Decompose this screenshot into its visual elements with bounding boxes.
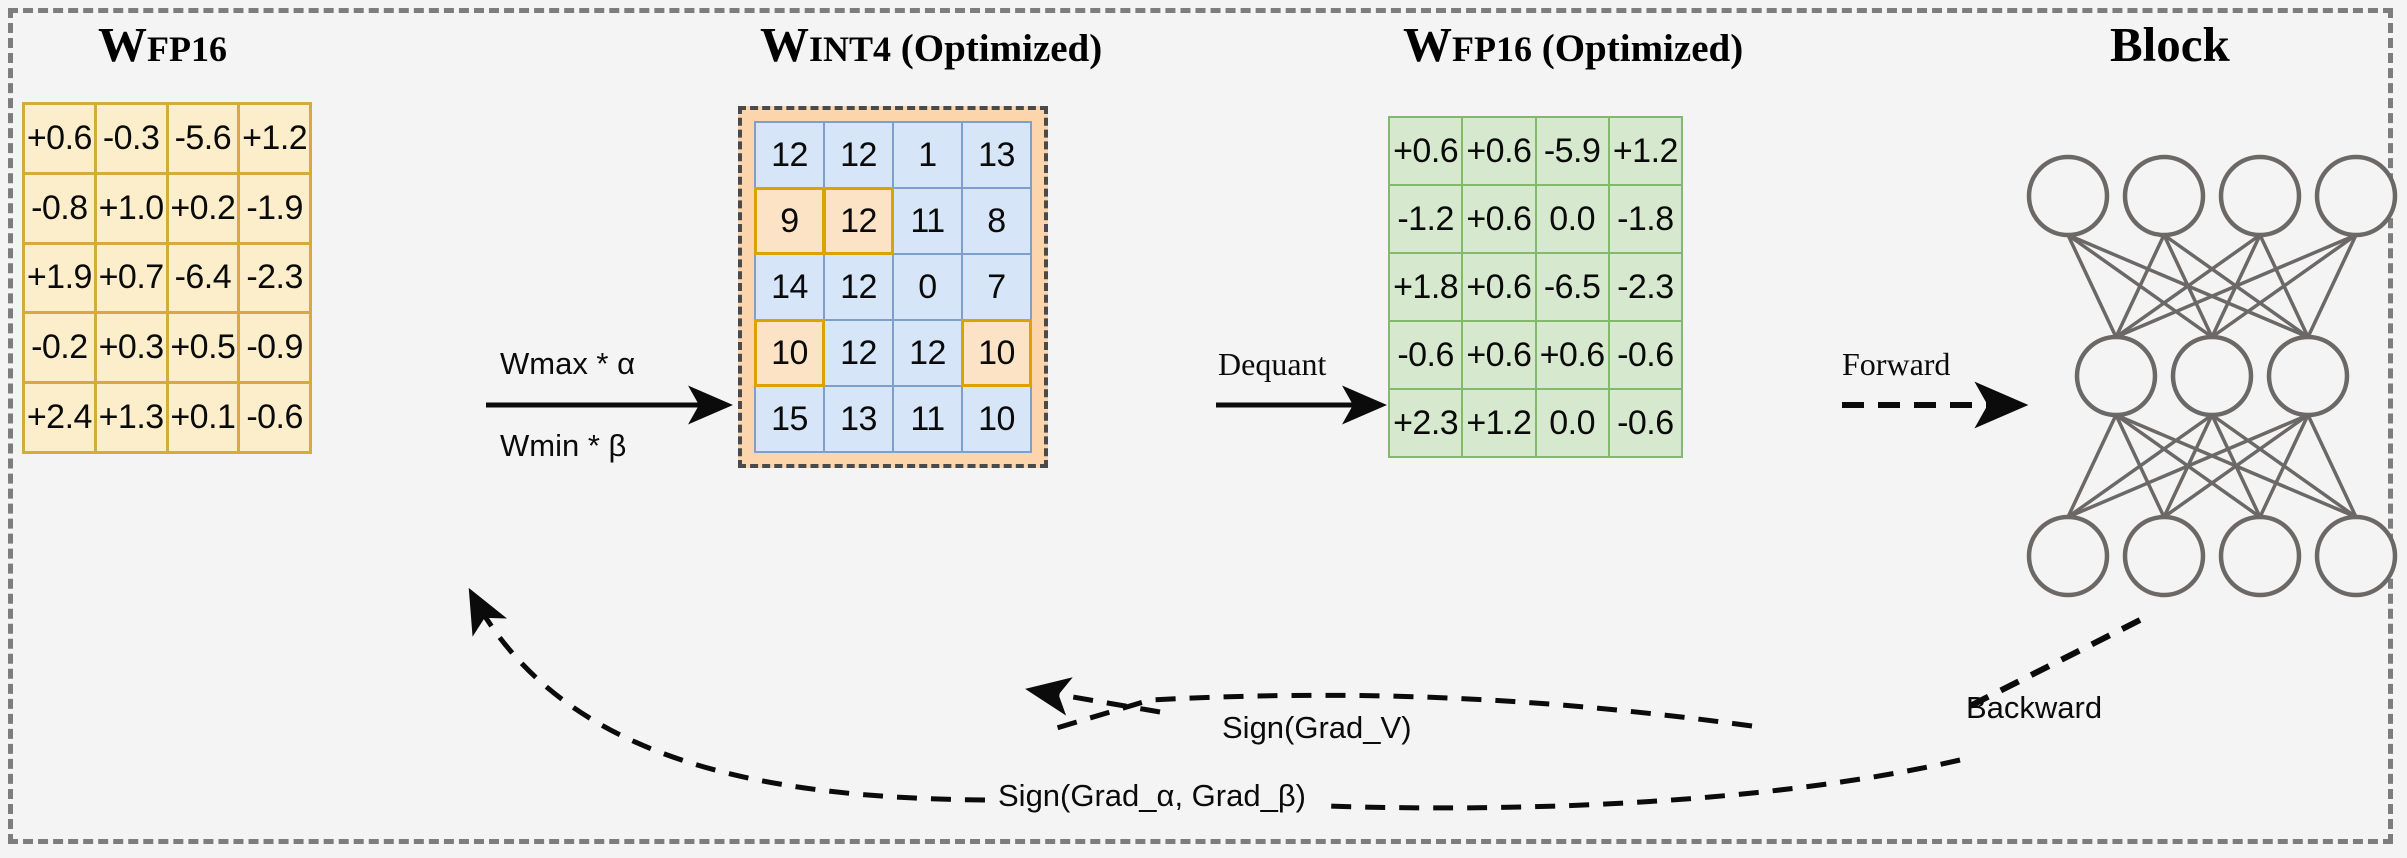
title-parenthetical: (Optimized) [1531, 27, 1744, 70]
label-sign-grad-alpha-beta: Sign(Grad_α, Grad_β) [998, 778, 1306, 813]
matrix-cell: +0.2 [168, 174, 238, 242]
matrix-cell: 1 [892, 121, 963, 189]
matrix-cell: +1.8 [1388, 252, 1464, 322]
matrix-cell: -0.6 [1607, 320, 1683, 390]
matrix-cell: +0.6 [1388, 116, 1464, 186]
matrix-cell: 12 [823, 187, 894, 255]
matrix-cell: +0.3 [96, 314, 166, 382]
matrix-cell: -5.6 [168, 105, 238, 172]
matrix-cell: 11 [892, 187, 963, 255]
matrix-cell: +0.6 [1461, 116, 1537, 186]
matrix-cell: -2.3 [1607, 252, 1683, 322]
matrix-cell: +1.0 [96, 174, 166, 242]
matrix-cell: +0.6 [1461, 320, 1537, 390]
matrix-cell: -6.5 [1534, 252, 1610, 322]
matrix-cell: 7 [961, 253, 1032, 321]
matrix-w-fp16: +0.6-0.3-5.6+1.2 -0.8+1.0+0.2-1.9 +1.9+0.7… [22, 102, 312, 454]
matrix-cell: -0.3 [96, 105, 166, 172]
title-w-glyph: W [98, 17, 147, 72]
matrix-cell: -1.2 [1388, 184, 1464, 254]
title-subscript: FP16 [147, 29, 227, 69]
matrix-cell: 10 [961, 385, 1032, 453]
block-title-label: Block [2110, 17, 2230, 72]
matrix-cell: -0.6 [240, 384, 309, 451]
label-wmin-beta: Wmin * β [500, 428, 627, 463]
label-dequant: Dequant [1218, 346, 1327, 382]
panel-title-w-fp16: WFP16 [98, 20, 227, 69]
matrix-cell: 13 [823, 385, 894, 453]
matrix-cell: 12 [823, 253, 894, 321]
label-sign-grad-v: Sign(Grad_V) [1222, 710, 1412, 745]
title-subscript: INT4 [809, 29, 892, 69]
matrix-cell: 10 [961, 319, 1032, 387]
label-forward: Forward [1842, 346, 1951, 382]
matrix-cell: +0.5 [168, 314, 238, 382]
matrix-cell: +0.6 [1534, 320, 1610, 390]
matrix-cell: +1.9 [25, 244, 94, 312]
matrix-cell: 12 [754, 121, 825, 189]
panel-title-w-fp16-optimized: WFP16 (Optimized) [1403, 20, 1743, 69]
title-subscript: FP16 [1452, 29, 1532, 69]
matrix-cell: 0 [892, 253, 963, 321]
matrix-cell: -6.4 [168, 244, 238, 312]
matrix-cell: 10 [754, 319, 825, 387]
matrix-cell: +1.2 [1461, 388, 1537, 458]
matrix-cell: 12 [823, 319, 894, 387]
matrix-cell: +0.6 [1461, 184, 1537, 254]
matrix-cell: +2.4 [25, 384, 94, 451]
matrix-cell: 14 [754, 253, 825, 321]
matrix-cell: 8 [961, 187, 1032, 255]
title-w-glyph: W [1403, 17, 1452, 72]
panel-title-block: Block [2110, 20, 2230, 69]
matrix-cell: -2.3 [240, 244, 309, 312]
matrix-cell: -0.8 [25, 174, 94, 242]
matrix-cell: -1.9 [240, 174, 309, 242]
matrix-cell: 11 [892, 385, 963, 453]
matrix-cell: -0.9 [240, 314, 309, 382]
matrix-cell: 9 [754, 187, 825, 255]
matrix-cell: 12 [823, 121, 894, 189]
matrix-cell: 0.0 [1534, 184, 1610, 254]
matrix-cell: -0.2 [25, 314, 94, 382]
matrix-cell: +0.1 [168, 384, 238, 451]
matrix-cell: +1.2 [240, 105, 309, 172]
matrix-cell: -0.6 [1388, 320, 1464, 390]
title-w-glyph: W [760, 17, 809, 72]
matrix-cell: 12 [892, 319, 963, 387]
matrix-cell: +1.2 [1607, 116, 1683, 186]
matrix-cell: 13 [961, 121, 1032, 189]
matrix-cell: -1.8 [1607, 184, 1683, 254]
label-backward: Backward [1966, 690, 2103, 725]
matrix-cell: +0.6 [25, 105, 94, 172]
matrix-cell: +1.3 [96, 384, 166, 451]
matrix-cell: +0.7 [96, 244, 166, 312]
matrix-cell: +0.6 [1461, 252, 1537, 322]
panel-title-w-int4: WINT4 (Optimized) [760, 20, 1102, 69]
label-wmax-alpha: Wmax * α [500, 346, 636, 381]
title-parenthetical: (Optimized) [891, 27, 1103, 70]
matrix-cell: -0.6 [1607, 388, 1683, 458]
matrix-cell: +2.3 [1388, 388, 1464, 458]
matrix-cell: 0.0 [1534, 388, 1610, 458]
matrix-cell: -5.9 [1534, 116, 1610, 186]
matrix-cell: 15 [754, 385, 825, 453]
